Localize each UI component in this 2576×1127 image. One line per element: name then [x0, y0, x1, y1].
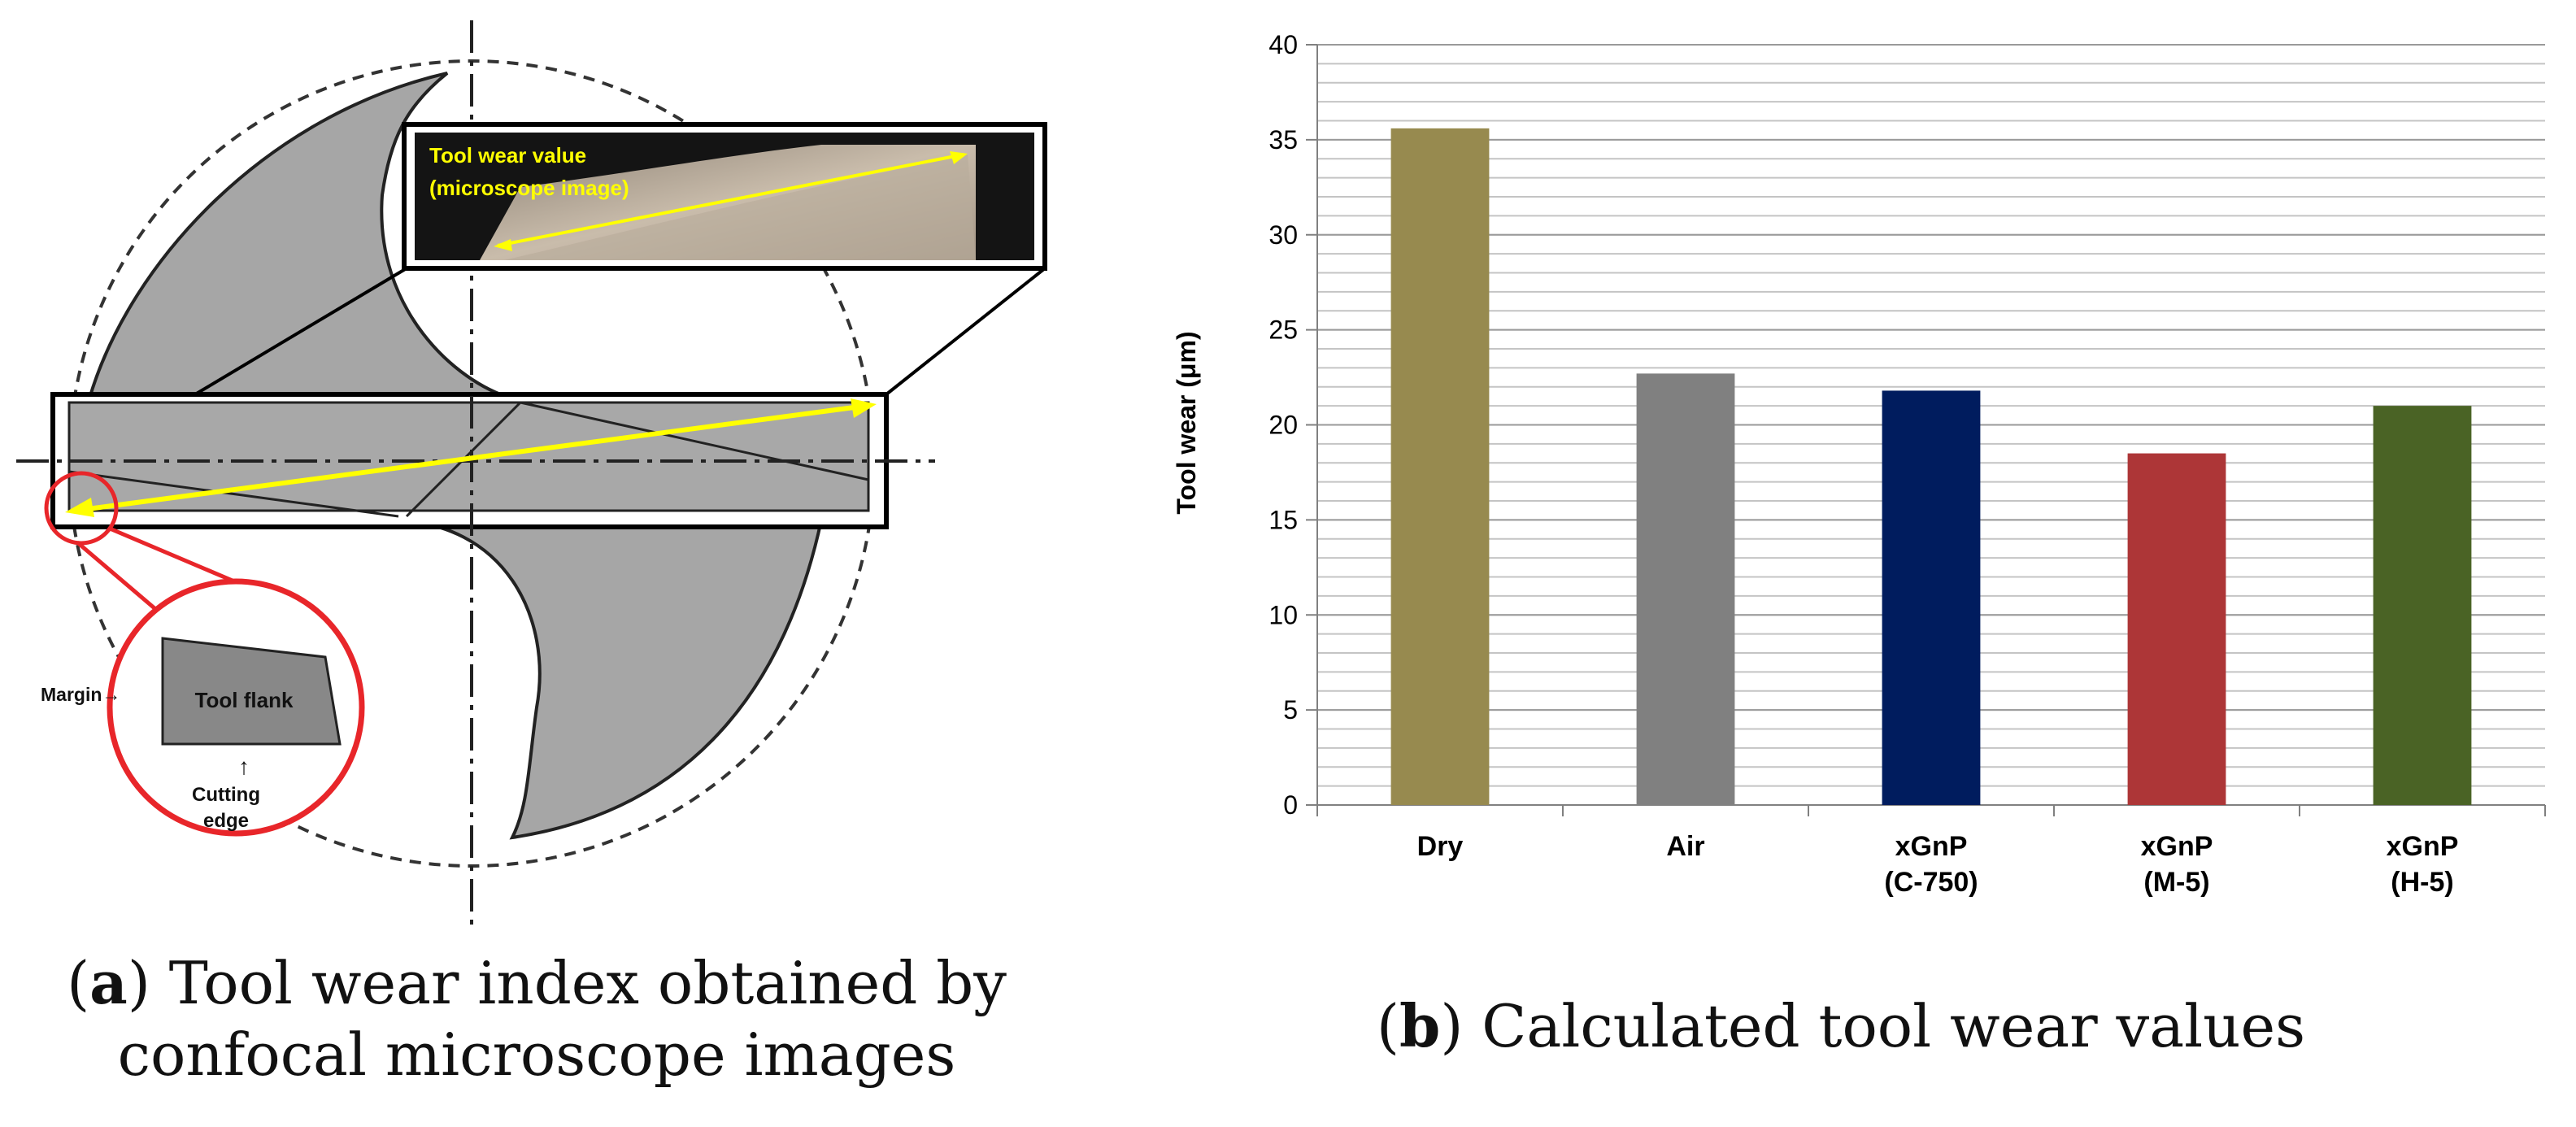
caption-b-letter: b — [1399, 991, 1441, 1060]
y-tick-label: 30 — [1268, 220, 1298, 250]
x-category-label: (C-750) — [1884, 867, 1978, 898]
tool-flank-label: Tool flank — [195, 688, 294, 712]
cutting-arrow: ↑ — [238, 754, 250, 779]
inset-label-line2: (microscope image) — [429, 176, 629, 200]
lower-flute — [389, 519, 824, 840]
y-tick-label: 5 — [1283, 695, 1298, 724]
y-tick-label: 20 — [1268, 411, 1298, 440]
caption-b-text: ) Calculated tool wear values — [1440, 992, 2306, 1060]
measurement-arrow — [65, 398, 877, 517]
y-tick-label: 15 — [1268, 505, 1298, 534]
y-tick-label: 10 — [1268, 600, 1298, 629]
caption-b: (b) Calculated tool wear values — [1376, 991, 2306, 1060]
x-category-label: Dry — [1417, 831, 1464, 862]
cutting-edge-label-1: Cutting — [192, 784, 260, 806]
bar-3 — [2127, 453, 2226, 805]
microscope-inset: Tool wear value (microscope image) — [402, 122, 1047, 271]
upper-flute — [87, 72, 513, 400]
bars — [1390, 128, 2472, 806]
caption-a-line1: ) Tool wear index obtained by — [127, 949, 1007, 1017]
x-category-label: xGnP — [2387, 831, 2459, 862]
x-category-label: xGnP — [1895, 831, 1968, 862]
y-tick-label: 35 — [1268, 125, 1298, 154]
tool-flank-shape — [161, 637, 342, 746]
tool-wear-schematic: Tool wear value (microscope image) Tool … — [16, 20, 1047, 927]
caption-a-letter: a — [89, 948, 128, 1017]
bar-1 — [1636, 373, 1735, 805]
x-category-label: xGnP — [2141, 831, 2213, 862]
caption-a-line2: confocal microscope images — [117, 1020, 956, 1089]
bar-2 — [1882, 390, 1981, 805]
caption-a: (a) Tool wear index obtained by confocal… — [0, 947, 1073, 1090]
x-category-label: (H-5) — [2391, 867, 2453, 898]
bar-4 — [2373, 406, 2472, 805]
y-tick-label: 0 — [1283, 790, 1298, 820]
y-tick-label: 40 — [1268, 30, 1298, 59]
y-tick-label: 25 — [1268, 315, 1298, 345]
x-category-label: Air — [1666, 831, 1704, 862]
cutting-edge-label-2: edge — [203, 810, 249, 832]
y-axis-title: Tool wear (μm) — [1172, 331, 1201, 514]
panel-a: Tool wear value (microscope image) Tool … — [0, 0, 1073, 1127]
margin-label: Margin→ — [41, 684, 120, 705]
inset-label-line1: Tool wear value — [429, 143, 586, 168]
bar-0 — [1390, 128, 1490, 806]
flank-detail: Tool flank Margin→ ↑ Cutting edge — [41, 578, 365, 837]
x-category-label: (M-5) — [2143, 867, 2209, 898]
